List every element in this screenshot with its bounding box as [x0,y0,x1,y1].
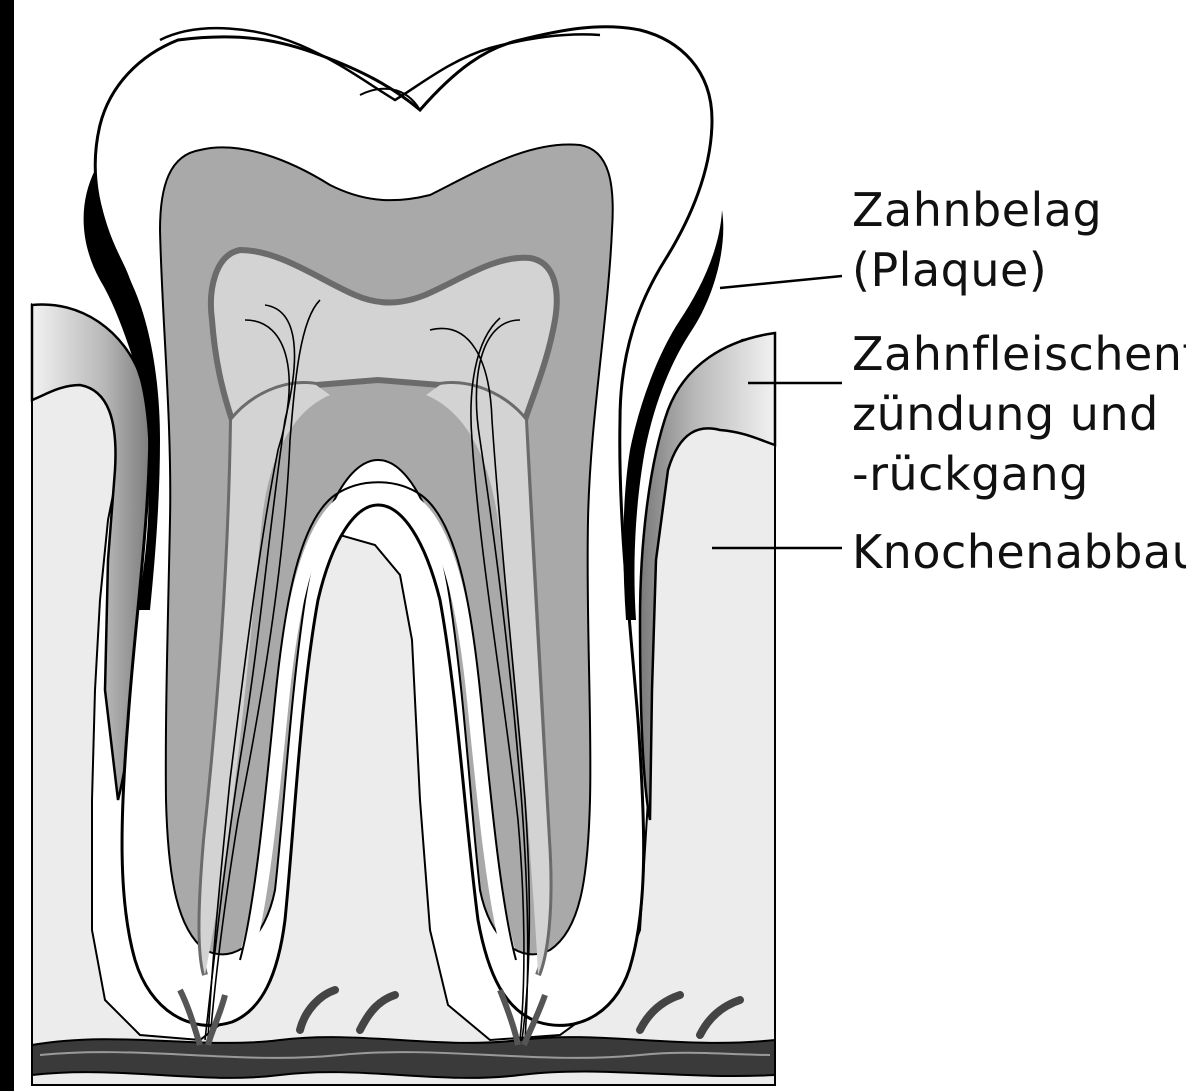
leader-line-plaque [720,276,842,288]
label-plaque-line2: (Plaque) [852,240,1102,300]
label-bone-loss: Knochenabbau [852,522,1186,582]
label-gum-inflammation: Zahnfleischent- zündung und -rückgang [852,324,1186,504]
label-gum-line3: -rückgang [852,444,1186,504]
label-plaque-line1: Zahnbelag [852,180,1102,240]
blood-vessels [32,1037,775,1078]
frame-left-border [0,0,14,1091]
label-gum-line1: Zahnfleischent- [852,324,1186,384]
label-gum-line2: zündung und [852,384,1186,444]
label-plaque: Zahnbelag (Plaque) [852,180,1102,300]
